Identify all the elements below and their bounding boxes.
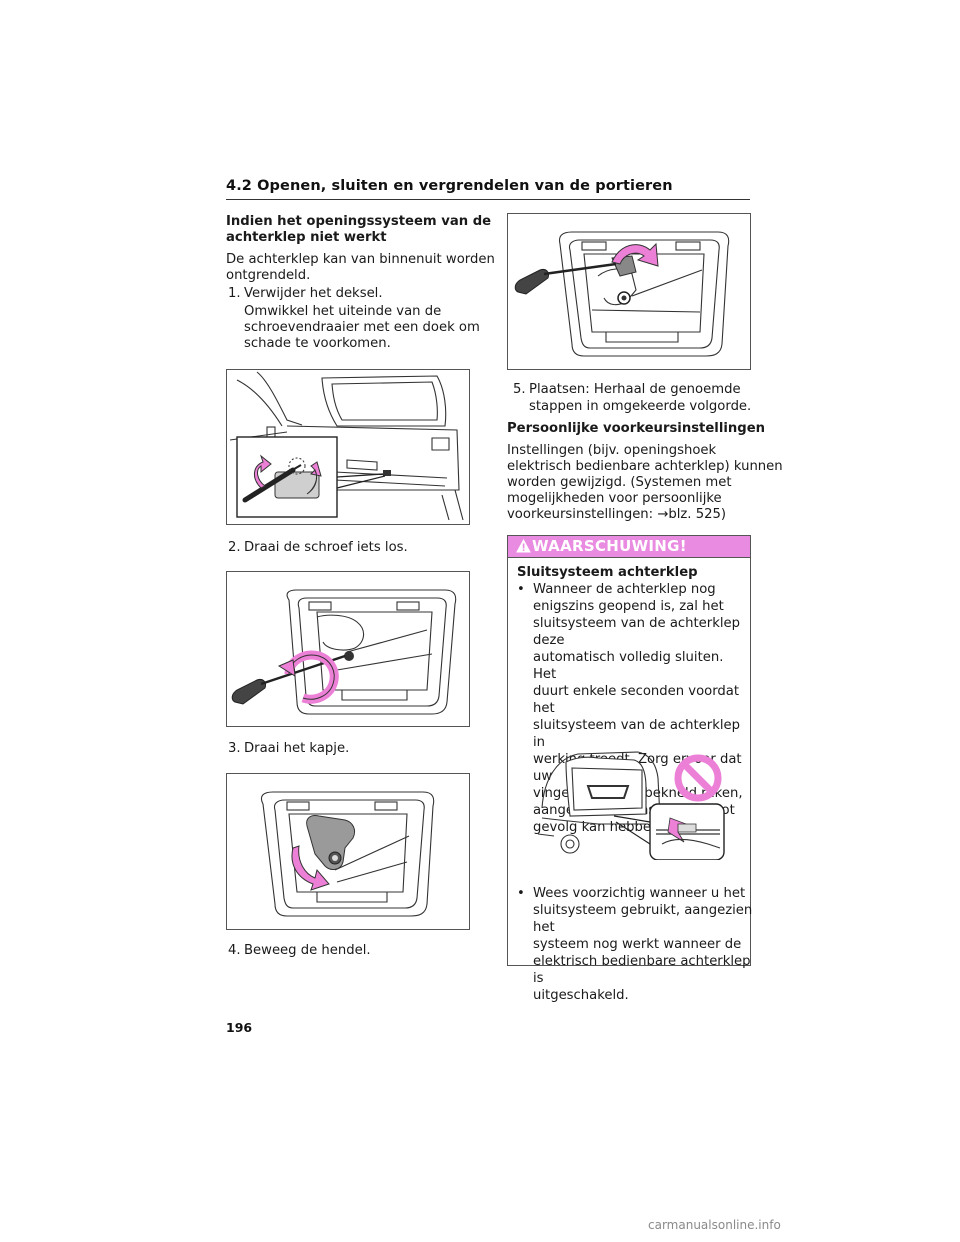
warning-icon bbox=[516, 539, 531, 553]
prefs-line-5: voorkeursinstellingen: →blz. 525) bbox=[507, 507, 727, 522]
warning-illustration bbox=[538, 751, 725, 860]
bullet2-line-3: systeem nog werkt wanneer de bbox=[533, 937, 742, 952]
bullet1-line-6: sluitsysteem van de achterklep in bbox=[533, 718, 741, 750]
section-title: 4.2 Openen, sluiten en vergrendelen van … bbox=[226, 178, 673, 194]
page-number: 196 bbox=[226, 1020, 253, 1035]
figure-remove-cover bbox=[226, 369, 470, 525]
step-number: 2. bbox=[228, 540, 241, 555]
bullet-dot: • bbox=[517, 886, 525, 901]
intro-line-2: ontgrendeld. bbox=[226, 268, 311, 283]
warning-subheading: Sluitsysteem achterklep bbox=[517, 565, 698, 580]
step-text: Plaatsen: Herhaal de genoemde bbox=[529, 382, 741, 397]
step-text: Draai de schroef iets los. bbox=[244, 540, 408, 555]
prefs-line-3: worden gewijzigd. (Systemen met bbox=[507, 475, 732, 490]
footer-watermark: carmanualsonline.info bbox=[648, 1218, 781, 1232]
prefs-heading: Persoonlijke voorkeursinstellingen bbox=[507, 421, 766, 436]
bullet1-line-1: Wanneer de achterklep nog bbox=[533, 582, 716, 597]
prefs-line-2: elektrisch bedienbare achterklep) kunnen bbox=[507, 459, 783, 474]
step-text: Draai het kapje. bbox=[244, 741, 350, 756]
prefs-line-1: Instellingen (bijv. openingshoek bbox=[507, 443, 717, 458]
step-number: 4. bbox=[228, 943, 241, 958]
bullet2-line-1: Wees voorzichtig wanneer u het bbox=[533, 886, 746, 901]
bullet1-line-5: duurt enkele seconden voordat het bbox=[533, 684, 740, 716]
bullet2-line-5: uitgeschakeld. bbox=[533, 988, 629, 1003]
warning-bullet-2: • Wees voorzichtig wanneer u het sluitsy… bbox=[517, 885, 761, 1004]
bullet2-line-4: elektrisch bedienbare achterklep is bbox=[533, 954, 751, 986]
warning-header: WAARSCHUWING! bbox=[508, 536, 750, 558]
prefs-line-4: mogelijkheden voor persoonlijke bbox=[507, 491, 722, 506]
intro-line-1: De achterklep kan van binnenuit worden bbox=[226, 252, 495, 267]
figure-loosen-screw bbox=[226, 571, 470, 727]
bullet2-line-2: sluitsysteem gebruikt, aangezien het bbox=[533, 903, 753, 935]
heading-line-2: achterklep niet werkt bbox=[226, 230, 387, 245]
step-number: 1. bbox=[228, 286, 241, 301]
figure-turn-cap bbox=[226, 773, 470, 930]
step-text: Verwijder het deksel. bbox=[244, 286, 383, 301]
bullet-dot: • bbox=[517, 582, 525, 597]
bullet1-line-2: enigszins geopend is, zal het bbox=[533, 599, 724, 614]
figure-move-lever bbox=[507, 213, 751, 370]
bullet1-line-4: automatisch volledig sluiten. Het bbox=[533, 650, 724, 682]
warning-title: WAARSCHUWING! bbox=[532, 537, 687, 555]
warning-box: WAARSCHUWING! Sluitsysteem achterklep • … bbox=[507, 535, 752, 1003]
step1-note-line-3: schade te voorkomen. bbox=[244, 336, 391, 351]
header-rule bbox=[226, 199, 750, 200]
step5-line-2: stappen in omgekeerde volgorde. bbox=[529, 399, 752, 414]
step1-note-line-1: Omwikkel het uiteinde van de bbox=[244, 304, 442, 319]
heading-line-1: Indien het openingssysteem van de bbox=[226, 214, 492, 229]
step-text: Beweeg de hendel. bbox=[244, 943, 371, 958]
step-number: 3. bbox=[228, 741, 241, 756]
bullet1-line-3: sluitsysteem van de achterklep deze bbox=[533, 616, 741, 648]
step1-note-line-2: schroevendraaier met een doek om bbox=[244, 320, 480, 335]
step-number: 5. bbox=[513, 382, 526, 397]
